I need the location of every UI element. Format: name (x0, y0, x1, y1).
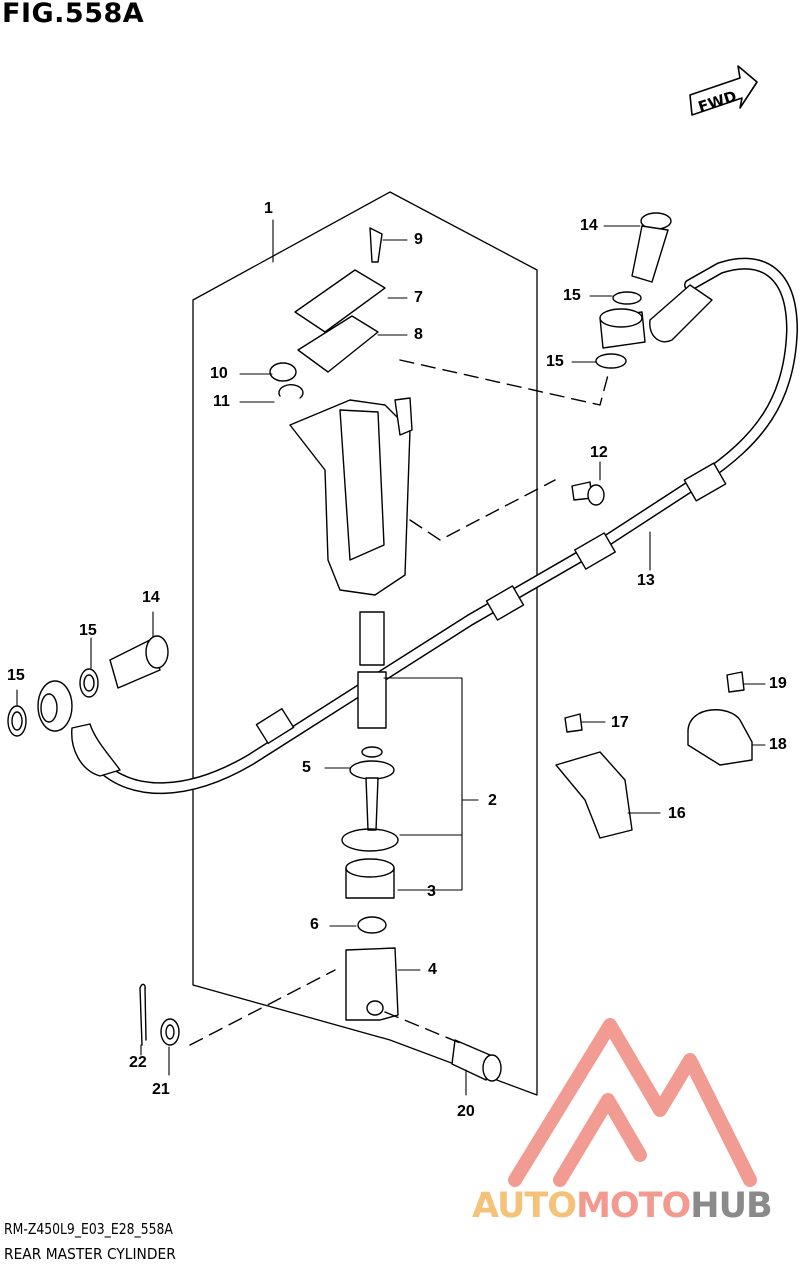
master-cylinder-body (289, 397, 413, 596)
callout-12: 12 (590, 444, 608, 461)
callout-14-lower: 14 (142, 589, 160, 606)
hose-clamps (555, 671, 753, 839)
figure-title: FIG.558A (2, 0, 145, 29)
callout-11: 11 (213, 393, 230, 410)
lower-banjo (7, 635, 169, 737)
fwd-arrow-icon: FWD (689, 65, 758, 116)
callout-19: 19 (769, 675, 787, 692)
callout-14-upper: 14 (580, 217, 598, 234)
callout-4: 4 (428, 961, 437, 978)
piston-kit (341, 611, 399, 899)
assembly-outline (192, 191, 538, 1096)
bolt-12 (571, 481, 605, 506)
figure-code: RM-Z450L9_E03_E28_558A (4, 1220, 173, 1238)
watermark-moto: MOTO (576, 1186, 691, 1226)
leader-lines (16, 219, 766, 1096)
callout-16: 16 (668, 805, 686, 822)
callout-18: 18 (769, 736, 787, 753)
callout-15-lower-a: 15 (79, 622, 97, 639)
callout-13: 13 (637, 572, 655, 589)
callout-8: 8 (414, 326, 423, 343)
watermark-logo (508, 1018, 757, 1187)
callout-17: 17 (611, 714, 629, 731)
callout-5: 5 (302, 759, 311, 776)
brake-hose (71, 257, 798, 795)
figure-name: REAR MASTER CYLINDER (4, 1245, 176, 1263)
clevis-parts (345, 916, 502, 1082)
callout-1: 1 (264, 200, 273, 217)
callout-7: 7 (414, 289, 423, 306)
watermark-auto: AUTO (472, 1186, 577, 1226)
assembly-lines (189, 359, 609, 1046)
callout-15-lower-b: 15 (7, 667, 25, 684)
callout-20: 20 (457, 1103, 475, 1120)
watermark-text: AUTOMOTOHUB (472, 1186, 773, 1226)
callout-6: 6 (310, 916, 319, 933)
callout-21: 21 (152, 1081, 170, 1098)
callout-22: 22 (129, 1054, 147, 1071)
callout-15-upper-b: 15 (546, 353, 564, 370)
watermark-hub: HUB (690, 1186, 772, 1226)
callout-9: 9 (414, 231, 423, 248)
cotter-and-washer (139, 983, 180, 1046)
callout-15-upper-a: 15 (563, 287, 581, 304)
reservoir-parts (269, 227, 386, 399)
callout-2: 2 (488, 792, 497, 809)
callout-10: 10 (210, 365, 228, 382)
upper-banjo (595, 212, 672, 369)
callout-3: 3 (427, 883, 436, 900)
